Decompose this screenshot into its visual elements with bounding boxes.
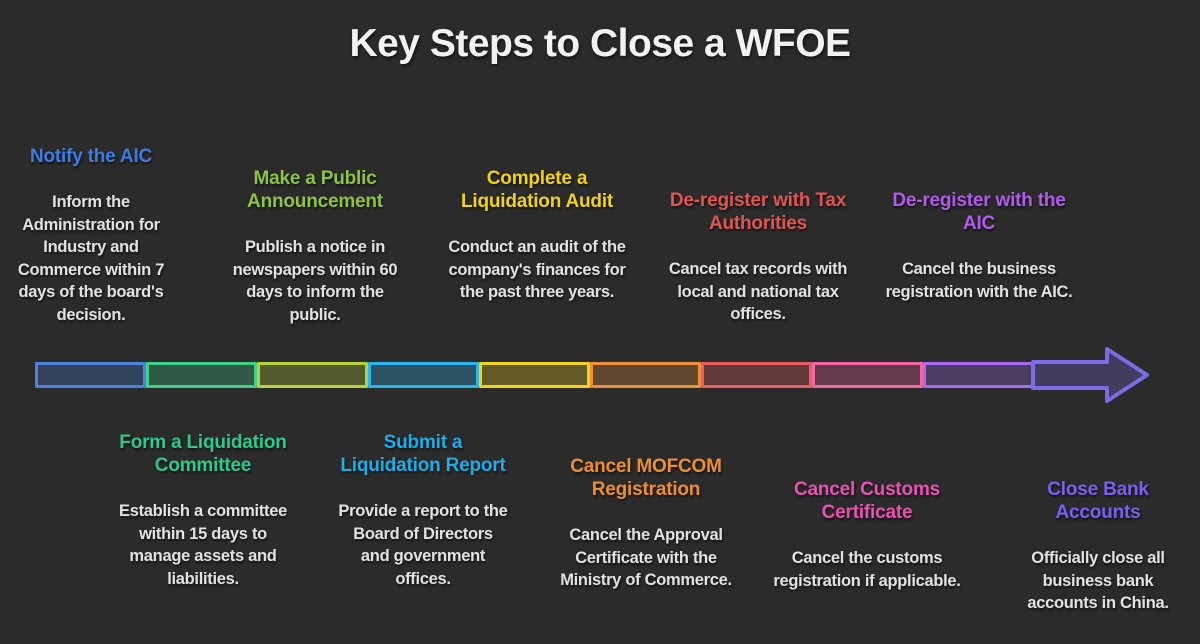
timeline-segment-3 bbox=[257, 362, 368, 388]
step-title: Complete a Liquidation Audit bbox=[460, 168, 614, 212]
step-title: De-register with Tax Authorities bbox=[669, 190, 847, 234]
timeline-bar bbox=[35, 362, 1034, 388]
step-description: Cancel the business registration with th… bbox=[885, 260, 1073, 301]
step-title: Close Bank Accounts bbox=[1047, 479, 1149, 523]
step-description: Cancel the customs registration if appli… bbox=[773, 549, 961, 590]
timeline-segment-1 bbox=[35, 362, 146, 388]
step-description: Cancel tax records with local and nation… bbox=[668, 260, 848, 323]
timeline-segment-4 bbox=[368, 362, 479, 388]
step-title: Make a Public Announcement bbox=[247, 168, 383, 212]
step-description: Inform the Administration for Industry a… bbox=[17, 193, 165, 324]
timeline-segment-7 bbox=[701, 362, 812, 388]
step-top-5: De-register with the AIC Cancel the busin… bbox=[882, 189, 1076, 303]
timeline-arrowhead-icon bbox=[1031, 347, 1149, 403]
timeline-segment-5 bbox=[479, 362, 590, 388]
step-top-1: Notify the AIC Inform the Administration … bbox=[2, 145, 180, 326]
timeline-segment-2 bbox=[146, 362, 257, 388]
step-description: Provide a report to the Board of Directo… bbox=[338, 502, 508, 588]
timeline-segment-6 bbox=[590, 362, 701, 388]
step-title: Submit a Liquidation Report bbox=[340, 432, 506, 476]
page-title: Key Steps to Close a WFOE bbox=[349, 22, 851, 65]
step-title: De-register with the AIC bbox=[892, 190, 1066, 234]
step-description: Officially close all business bank accou… bbox=[1027, 549, 1169, 612]
step-title: Form a Liquidation Committee bbox=[119, 432, 287, 476]
step-description: Establish a committee within 15 days to … bbox=[119, 502, 287, 588]
timeline-segment-8 bbox=[812, 362, 923, 388]
timeline-segment-9 bbox=[923, 362, 1034, 388]
step-description: Conduct an audit of the company's financ… bbox=[448, 238, 626, 301]
step-title: Notify the AIC bbox=[29, 146, 153, 167]
step-description: Cancel the Approval Certificate with the… bbox=[560, 526, 732, 589]
step-title: Cancel Customs Certificate bbox=[793, 479, 941, 523]
step-description: Publish a notice in newspapers within 60… bbox=[232, 238, 398, 324]
step-title: Cancel MOFCOM Registration bbox=[570, 456, 722, 500]
